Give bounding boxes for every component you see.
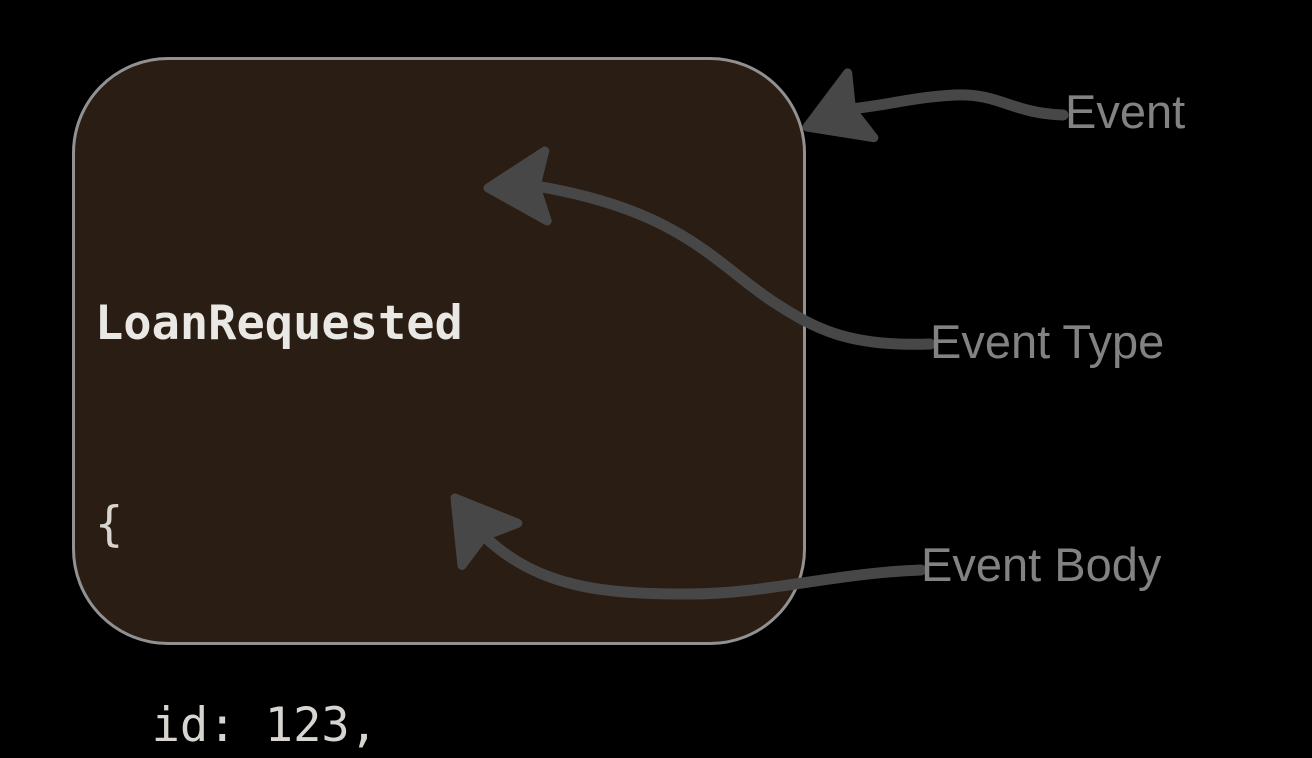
event-arrowhead-icon [802,68,879,143]
event-body-id-field: id: 123, [95,698,378,753]
annotation-label-event-body: Event Body [921,538,1162,591]
event-body-open-brace: { [95,497,124,552]
annotation-label-event: Event [1065,85,1186,138]
annotation-label-event-type: Event Type [930,315,1165,368]
event-code-block: LoanRequested { id: 123, amount: 100, bo… [95,156,746,758]
event-arrow-line [845,89,1069,121]
event-card: LoanRequested { id: 123, amount: 100, bo… [72,57,806,753]
event-type-name: LoanRequested [95,296,463,351]
